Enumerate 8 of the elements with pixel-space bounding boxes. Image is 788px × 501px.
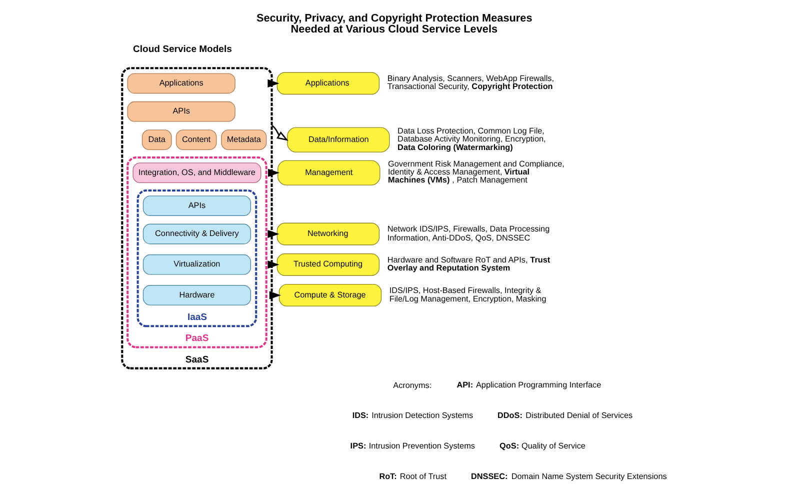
arrow <box>270 124 288 141</box>
arrow <box>267 260 279 269</box>
diagram-title: Security, Privacy, and Copyright Protection Measures Needed at Various Cloud Service Levels <box>256 12 532 36</box>
arrow <box>268 291 280 300</box>
arrow <box>267 230 279 238</box>
arrow <box>268 168 280 177</box>
arrow <box>267 79 279 88</box>
label: Cloud Service Models <box>132 44 232 56</box>
